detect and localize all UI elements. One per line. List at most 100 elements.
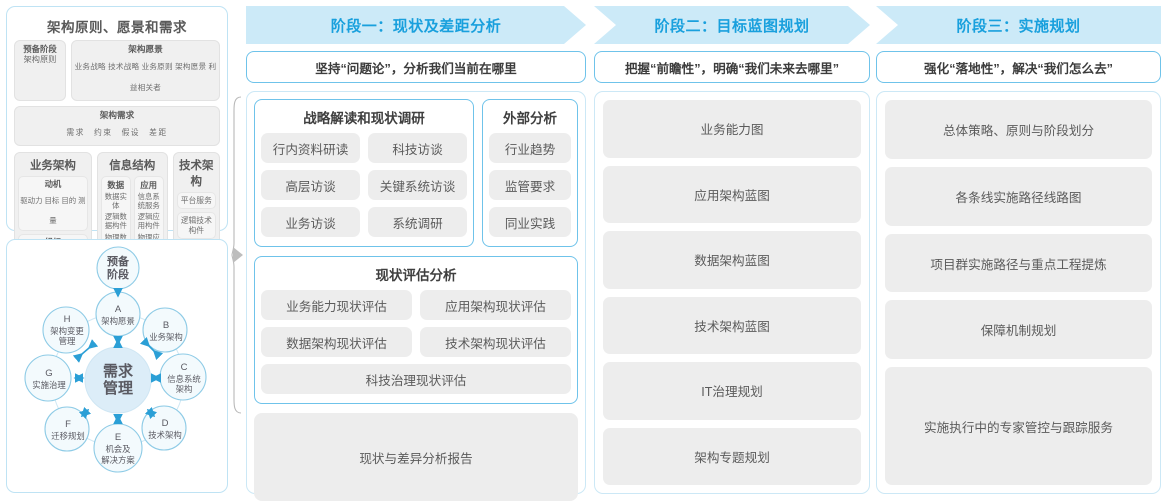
business-cell-motivation-sub: 驱动力 目标 目的 测量 [20, 195, 86, 225]
adm-node-d-label: 技术架构 [148, 430, 182, 440]
adm-node-h-key: H [64, 314, 71, 325]
phase-2-chip-3[interactable]: 技术架构蓝图 [603, 296, 861, 354]
adm-spoke-h [72, 339, 99, 363]
assessment-chip-1-0[interactable]: 数据架构现状评估 [261, 327, 412, 357]
research-chip-2-0[interactable]: 业务访谈 [261, 207, 360, 237]
adm-node-d-key: D [162, 418, 169, 429]
bracket-connector [231, 96, 243, 414]
phase-3-chip-2[interactable]: 项目群实施路径与重点工程提炼 [885, 233, 1152, 293]
togaf-prelim-sub: 架构原则 [23, 54, 57, 64]
information-app-title: 应用 [140, 179, 158, 190]
external-chip-0[interactable]: 行业趋势 [489, 133, 571, 163]
adm-node-b-label: 业务架构 [149, 332, 183, 342]
research-row-1: 高层访谈 关键系统访谈 [261, 170, 467, 200]
phase-1-research-wrap: 战略解读和现状调研 行内资料研读 科技访谈 高层访谈 关键系统访谈 业务访谈 系… [254, 99, 474, 247]
phase-3-subtitle: 强化“落地性”，解决“我们怎么去” [876, 51, 1161, 83]
information-app-item-1: 逻辑应用构件 [137, 212, 160, 231]
adm-prelim-line1: 预备 [107, 254, 130, 268]
togaf-prelim-box: 预备阶段 架构原则 [14, 40, 66, 101]
external-chip-1[interactable]: 监管要求 [489, 170, 571, 200]
adm-center-line1: 需求 [103, 362, 134, 380]
assessment-chip-full[interactable]: 科技治理现状评估 [261, 364, 571, 394]
phase-2-subtitle: 把握“前瞻性”，明确“我们未来去哪里” [594, 51, 870, 83]
adm-prelim-line2: 阶段 [107, 267, 129, 281]
external-chip-2[interactable]: 同业实践 [489, 207, 571, 237]
adm-node-a-label: 架构愿景 [101, 316, 135, 326]
assessment-chip-0-1[interactable]: 应用架构现状评估 [420, 290, 571, 320]
adm-node-e-label-1: 机会及 [105, 444, 131, 454]
adm-spoke-f [78, 406, 92, 420]
technology-architecture-title: 技术架构 [179, 159, 214, 188]
gap-analysis-report-chip[interactable]: 现状与差异分析报告 [254, 413, 578, 501]
adm-node-c-key: C [181, 362, 188, 373]
assessment-chip-0-0[interactable]: 业务能力现状评估 [261, 290, 412, 320]
togaf-vision-row: 预备阶段 架构原则 架构愿景 业务战略 技术战略 业务原则 架构愿景 利益相关者 [14, 40, 220, 101]
togaf-requirements-title: 架构需求 [99, 109, 135, 120]
research-chip-1-0[interactable]: 高层访谈 [261, 170, 360, 200]
assessment-row-0: 业务能力现状评估 应用架构现状评估 [261, 290, 571, 320]
assessment-row-1: 数据架构现状评估 技术架构现状评估 [261, 327, 571, 357]
research-card: 战略解读和现状调研 行内资料研读 科技访谈 高层访谈 关键系统访谈 业务访谈 系… [254, 99, 474, 247]
adm-spoke-b [139, 336, 164, 361]
assessment-card: 现状评估分析 业务能力现状评估 应用架构现状评估 数据架构现状评估 技术架构现状… [254, 256, 578, 404]
adm-node-g-label: 实施治理 [32, 380, 66, 390]
togaf-requirements-box: 架构需求 需求 约束 假设 差距 [14, 105, 220, 146]
information-data-item-0: 数据实体 [104, 191, 127, 210]
togaf-requirements-items: 需求 约束 假设 差距 [66, 127, 168, 137]
adm-node-h-label-1: 架构变更 [50, 326, 84, 336]
adm-cycle-diagram: 需求 管理 预备 阶段 A 架构愿景 B 业务架构 C 信息系统 架构 D 技术… [24, 246, 207, 473]
adm-node-g-key: G [45, 368, 52, 379]
togaf-vision-title: 架构愿景 [128, 44, 163, 54]
adm-node-e-key: E [115, 432, 121, 443]
external-analysis-card: 外部分析 行业趋势 监管要求 同业实践 [482, 99, 578, 247]
phase-1-external-wrap: 外部分析 行业趋势 监管要求 同业实践 [482, 99, 578, 247]
togaf-title: 架构原则、愿景和需求 [47, 20, 187, 35]
phase-2: 阶段二：目标蓝图规划 把握“前瞻性”，明确“我们未来去哪里” 业务能力图 应用架… [594, 6, 870, 494]
adm-node-g [24, 354, 72, 402]
phase-3-chip-4[interactable]: 实施执行中的专家管控与跟踪服务 [885, 367, 1152, 485]
technology-item-0: 平台服务 [176, 191, 216, 210]
phase-1-subtitle: 坚持“问题论”，分析我们当前在哪里 [246, 51, 586, 83]
adm-node-f-label: 迁移规划 [51, 431, 85, 441]
phase-1-body: 战略解读和现状调研 行内资料研读 科技访谈 高层访谈 关键系统访谈 业务访谈 系… [246, 91, 586, 501]
business-cell-motivation: 动机 驱动力 目标 目的 测量 [18, 175, 88, 232]
adm-node-f [44, 406, 90, 452]
adm-node-h-label-2: 管理 [59, 336, 76, 346]
phase-1-heading: 阶段一：现状及差距分析 [246, 6, 586, 44]
information-structure-title: 信息结构 [109, 159, 156, 172]
phase-2-chip-4[interactable]: IT治理规划 [603, 362, 861, 420]
phase-3-chip-3[interactable]: 保障机制规划 [885, 300, 1152, 360]
adm-node-b-key: B [163, 320, 169, 331]
adm-node-e-label-2: 解决方案 [101, 455, 135, 465]
research-chip-0-0[interactable]: 行内资料研读 [261, 133, 360, 163]
phase-1-top-split: 战略解读和现状调研 行内资料研读 科技访谈 高层访谈 关键系统访谈 业务访谈 系… [254, 99, 578, 247]
research-chip-2-1[interactable]: 系统调研 [368, 207, 467, 237]
togaf-prelim-title: 预备阶段 [23, 44, 57, 54]
research-chip-1-1[interactable]: 关键系统访谈 [368, 170, 467, 200]
adm-node-c-label-2: 架构 [176, 384, 193, 394]
togaf-vision-items: 业务战略 技术战略 业务原则 架构愿景 利益相关者 [74, 62, 217, 92]
phase-2-chip-2[interactable]: 数据架构蓝图 [603, 231, 861, 289]
adm-node-c-label-1: 信息系统 [167, 374, 201, 384]
assessment-chip-1-1[interactable]: 技术架构现状评估 [420, 327, 571, 357]
adm-center-line2: 管理 [103, 379, 133, 397]
research-chip-0-1[interactable]: 科技访谈 [368, 133, 467, 163]
assessment-card-title: 现状评估分析 [375, 268, 457, 283]
phase-3-heading: 阶段三：实施规划 [876, 6, 1161, 44]
phase-2-chip-0[interactable]: 业务能力图 [603, 100, 861, 158]
phase-3-chip-0[interactable]: 总体策略、原则与阶段划分 [885, 100, 1152, 159]
information-app-item-0: 信息系统服务 [137, 191, 160, 210]
adm-node-a-key: A [115, 304, 122, 315]
adm-node-f-key: F [65, 419, 71, 430]
phase-2-chip-1[interactable]: 应用架构蓝图 [603, 165, 861, 223]
business-architecture-title: 业务架构 [29, 159, 76, 172]
phase-2-chip-5[interactable]: 架构专题规划 [603, 427, 861, 485]
left-column: 架构原则、愿景和需求 预备阶段 架构原则 架构愿景 业务战略 技术战略 业务原则… [6, 6, 228, 493]
research-card-title: 战略解读和现状调研 [303, 111, 425, 126]
information-data-item-1: 逻辑数据构件 [104, 212, 127, 231]
phase-3-chip-1[interactable]: 各条线实施路径线路图 [885, 166, 1152, 226]
phase-2-heading: 阶段二：目标蓝图规划 [594, 6, 870, 44]
adm-spoke-d [144, 406, 158, 420]
research-row-0: 行内资料研读 科技访谈 [261, 133, 467, 163]
